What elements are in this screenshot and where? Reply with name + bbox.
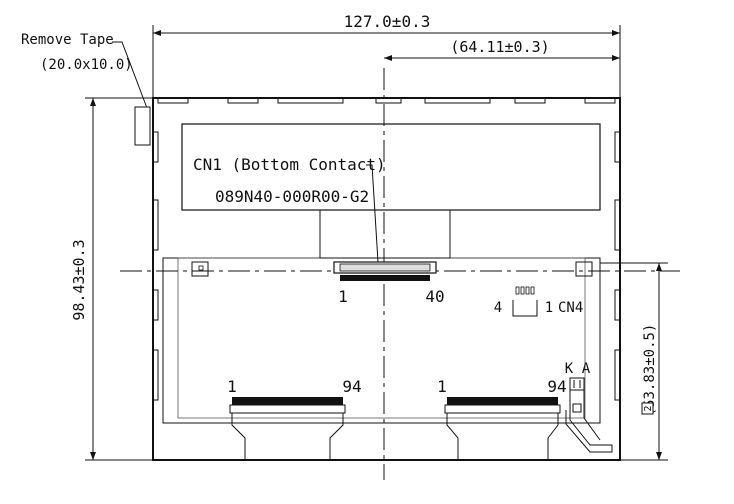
cn1-leader bbox=[366, 164, 379, 263]
cn1-pin-start: 1 bbox=[338, 287, 348, 306]
remove-tape-label: Remove Tape bbox=[21, 32, 114, 48]
remove-tape-size: (20.0x10.0) bbox=[40, 57, 133, 73]
cn1-pin-end: 40 bbox=[425, 287, 444, 306]
backlight-k-label: K bbox=[565, 361, 574, 377]
cn1-label: CN1 (Bottom Contact) bbox=[193, 155, 386, 174]
fpc-right-connector bbox=[444, 397, 561, 460]
cn4-pin-start: 1 bbox=[545, 300, 553, 316]
reference-number: 2 bbox=[643, 405, 654, 411]
fpc-left-pin-end: 94 bbox=[342, 377, 361, 396]
cn4-pin-end: 4 bbox=[494, 300, 502, 316]
remove-tape-leader bbox=[112, 41, 151, 117]
fpc-left-pin-start: 1 bbox=[227, 377, 237, 396]
reference-box bbox=[641, 402, 654, 415]
backlight-leads bbox=[565, 377, 613, 453]
backlight-a-label: A bbox=[582, 361, 591, 377]
height-dimension bbox=[85, 97, 160, 461]
contact-offset-dimension bbox=[384, 55, 620, 61]
cn1-part-number: 089N40-000R00-G2 bbox=[215, 187, 369, 206]
remove-tape-tab bbox=[134, 106, 151, 146]
mount-hole-left bbox=[191, 261, 209, 277]
cn4-label: CN4 bbox=[558, 300, 583, 316]
width-dimension-label: 127.0±0.3 bbox=[344, 12, 431, 31]
contact-offset-label: (64.11±0.3) bbox=[450, 38, 549, 56]
height-dimension-label: 98.43±0.3 bbox=[70, 239, 88, 320]
fpc-neck bbox=[319, 209, 451, 259]
width-dimension bbox=[152, 25, 621, 98]
fpc-right-pin-start: 1 bbox=[437, 377, 447, 396]
fpc-left-connector bbox=[229, 397, 346, 460]
mount-hole-right bbox=[575, 261, 593, 277]
lower-offset-label: (53.83±0.5) bbox=[642, 324, 658, 417]
cn1-connector bbox=[333, 261, 437, 281]
cn4-connector bbox=[512, 286, 538, 317]
fpc-right-pin-end: 94 bbox=[547, 377, 566, 396]
